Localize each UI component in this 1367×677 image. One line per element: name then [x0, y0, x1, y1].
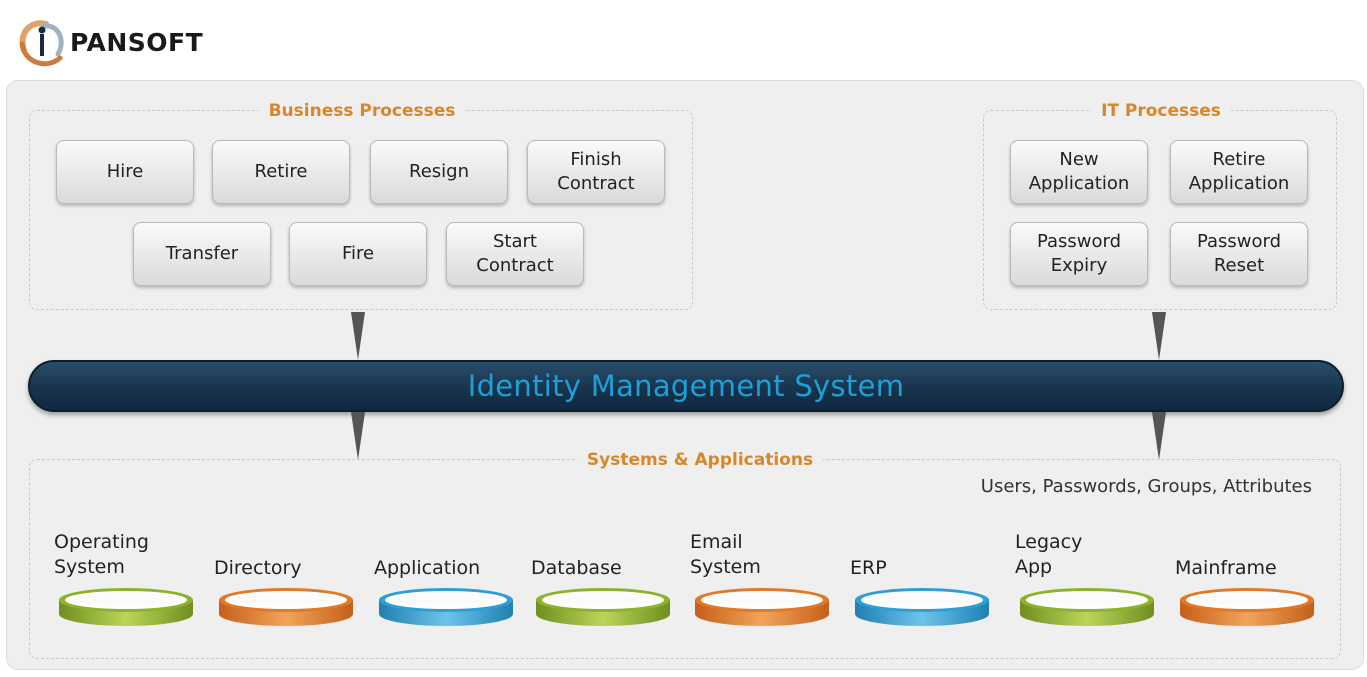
retire-button[interactable]: Retire [212, 140, 350, 204]
fire-button[interactable]: Fire [289, 222, 427, 286]
database-disk-icon [695, 588, 829, 626]
finish-contract-button[interactable]: Finish Contract [527, 140, 665, 204]
system-label: Email System [690, 531, 761, 578]
database-disk-icon [536, 588, 670, 626]
system-label: ERP [850, 557, 887, 579]
system-label: Legacy App [1015, 531, 1083, 578]
password-reset-button[interactable]: Password Reset [1170, 222, 1308, 286]
password-expiry-button[interactable]: Password Expiry [1010, 222, 1148, 286]
database-disk-icon [379, 588, 513, 626]
arrow-down-icon [351, 312, 365, 360]
resign-button[interactable]: Resign [370, 140, 508, 204]
systems-applications-group: Systems & Applications [29, 450, 1341, 659]
system-label: Operating System [54, 531, 149, 578]
database-disk-icon [219, 588, 353, 626]
business-processes-group: Business Processes [29, 101, 693, 310]
arrow-down-icon [351, 412, 365, 460]
system-label: Application [374, 557, 481, 579]
it-processes-group: IT Processes [983, 101, 1337, 310]
systems-applications-title: Systems & Applications [576, 450, 824, 470]
database-disk-icon [1180, 588, 1314, 626]
start-contract-button[interactable]: Start Contract [446, 222, 584, 286]
database-disk-icon [59, 588, 193, 626]
system-label: Database [531, 557, 622, 579]
database-disk-icon [1020, 588, 1154, 626]
arrow-down-icon [1152, 412, 1166, 460]
ims-label: Identity Management System [467, 369, 905, 403]
systems-note: Users, Passwords, Groups, Attributes [980, 476, 1312, 497]
pansoft-swirl-logo-icon [19, 20, 64, 67]
retire-application-button[interactable]: Retire Application [1170, 140, 1308, 204]
pansoft-logo: PANSOFT [10, 10, 203, 74]
it-processes-title: IT Processes [1091, 101, 1231, 121]
business-processes-title: Business Processes [258, 101, 466, 121]
system-label: Directory [214, 557, 302, 579]
logo-text: PANSOFT [70, 27, 204, 57]
transfer-button[interactable]: Transfer [133, 222, 271, 286]
hire-button[interactable]: Hire [56, 140, 194, 204]
database-disk-icon [855, 588, 989, 626]
new-application-button[interactable]: New Application [1010, 140, 1148, 204]
identity-management-system-bar: Identity Management System [28, 360, 1344, 412]
system-label: Mainframe [1175, 557, 1277, 579]
arrow-down-icon [1152, 312, 1166, 360]
